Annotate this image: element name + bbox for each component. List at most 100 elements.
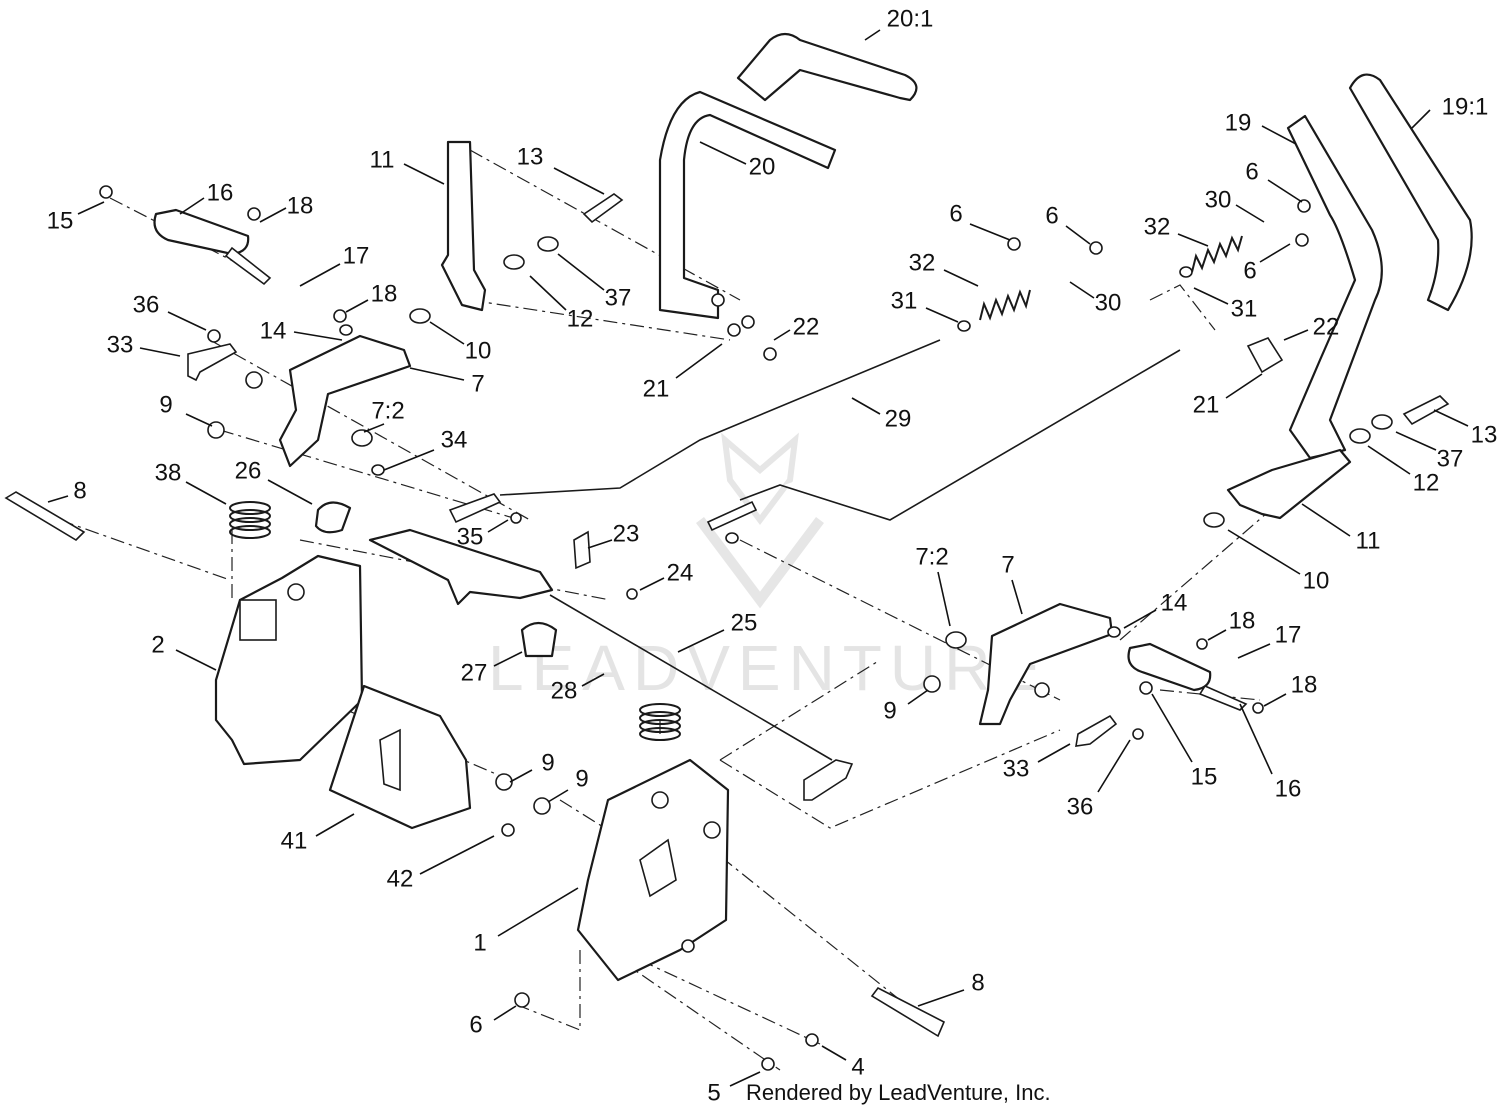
part-11-lever-arm-left	[440, 140, 487, 312]
part-11-lever-arm-right	[1226, 448, 1352, 520]
leader-line	[267, 479, 313, 505]
part-20-control-lever	[658, 90, 837, 320]
leader-line	[1239, 703, 1273, 775]
part-16-damper-right	[1127, 642, 1212, 692]
callout-label: 33	[1003, 755, 1030, 782]
callout-label: 35	[457, 523, 484, 550]
leader-line	[497, 887, 579, 937]
callout-label: 4	[851, 1053, 864, 1080]
callout-label: 19:1	[1442, 93, 1489, 120]
leader-line	[677, 629, 725, 653]
callout-label: 33	[107, 331, 134, 358]
callout-label: 8	[73, 477, 86, 504]
leader-line	[1259, 243, 1291, 263]
leader-line	[1011, 579, 1023, 615]
callout-label: 2	[151, 631, 164, 658]
callout-label: 17	[1275, 621, 1302, 648]
leader-line	[1069, 281, 1095, 299]
callout-label: 6	[1245, 158, 1258, 185]
leader-line	[345, 299, 369, 313]
callout-label: 5	[707, 1079, 720, 1106]
leader-line	[864, 29, 881, 41]
callout-label: 22	[793, 313, 820, 340]
part-20-1-handle-grip	[736, 32, 918, 102]
callout-label: 36	[1067, 793, 1094, 820]
callout-label: 9	[541, 749, 554, 776]
callout-label: 13	[517, 143, 544, 170]
leader-line	[409, 367, 465, 381]
callout-label: 28	[551, 677, 578, 704]
leader-lines	[47, 29, 1469, 1087]
callout-label: 18	[287, 192, 314, 219]
leader-line	[1267, 179, 1303, 203]
part-33-link-right	[1075, 714, 1118, 747]
leader-line	[1283, 329, 1309, 341]
leader-line	[1261, 125, 1297, 145]
callout-label: 30	[1095, 289, 1122, 316]
leader-line	[1207, 629, 1227, 641]
callout-label: 9	[575, 765, 588, 792]
callout-label: 31	[891, 287, 918, 314]
leader-line	[167, 311, 207, 331]
part-16-damper-left	[153, 208, 250, 256]
leader-line	[907, 689, 929, 705]
callout-label: 20	[749, 153, 776, 180]
leader-line	[47, 495, 69, 503]
callout-label: 14	[260, 317, 287, 344]
callout-label: 8	[971, 969, 984, 996]
callout-label: 24	[667, 559, 694, 586]
leader-line	[587, 539, 613, 549]
callout-label: 22	[1313, 313, 1340, 340]
callout-label: 26	[235, 457, 262, 484]
leader-line	[363, 423, 385, 433]
part-32-spring-left	[979, 289, 1031, 321]
part-13-bolt-right	[1402, 395, 1450, 426]
leader-line	[1395, 431, 1437, 451]
part-25-end-link	[803, 759, 854, 801]
leader-line	[937, 571, 951, 627]
part-22-bolt-right	[1246, 337, 1284, 374]
callout-label: 13	[1471, 421, 1498, 448]
part-35-clevis-right	[706, 500, 758, 532]
leader-line	[1227, 529, 1301, 575]
hardware-washers	[99, 185, 1393, 1071]
leader-line	[1123, 609, 1157, 629]
callout-label: 32	[1144, 213, 1171, 240]
leader-line	[1065, 225, 1091, 245]
callout-label: 7:2	[915, 543, 948, 570]
callout-label: 12	[1413, 469, 1440, 496]
callout-label: 23	[613, 520, 640, 547]
callout-label: 7:2	[371, 397, 404, 424]
leader-line	[1433, 409, 1469, 427]
leader-line	[1151, 693, 1193, 763]
leader-line	[729, 1071, 761, 1087]
callout-label: 11	[1356, 527, 1381, 554]
callout-label: 6	[1045, 202, 1058, 229]
part-32-spring-right	[1191, 235, 1243, 273]
leader-line	[383, 449, 435, 471]
leader-line	[529, 275, 567, 311]
leader-line	[547, 789, 569, 803]
part-8-bolt-left	[4, 491, 86, 542]
callout-label: 37	[605, 284, 632, 311]
callout-label: 38	[155, 459, 182, 486]
callout-label: 18	[1229, 607, 1256, 634]
leader-line	[185, 481, 227, 505]
leader-line	[429, 321, 465, 345]
leader-line	[493, 651, 523, 667]
part-26-knob	[314, 501, 352, 534]
part-19-control-lever	[1286, 114, 1383, 460]
leader-line	[1235, 204, 1265, 223]
callout-label: 42	[387, 865, 414, 892]
leader-line	[821, 1045, 847, 1061]
leader-line	[1301, 503, 1351, 537]
leader-line	[259, 207, 287, 223]
callout-label: 41	[281, 827, 308, 854]
leader-line	[1263, 693, 1287, 707]
leader-line	[1367, 445, 1411, 475]
leader-line	[773, 329, 791, 341]
leader-line	[175, 649, 217, 671]
leader-line	[1097, 739, 1131, 793]
callout-label: 7	[471, 370, 484, 397]
